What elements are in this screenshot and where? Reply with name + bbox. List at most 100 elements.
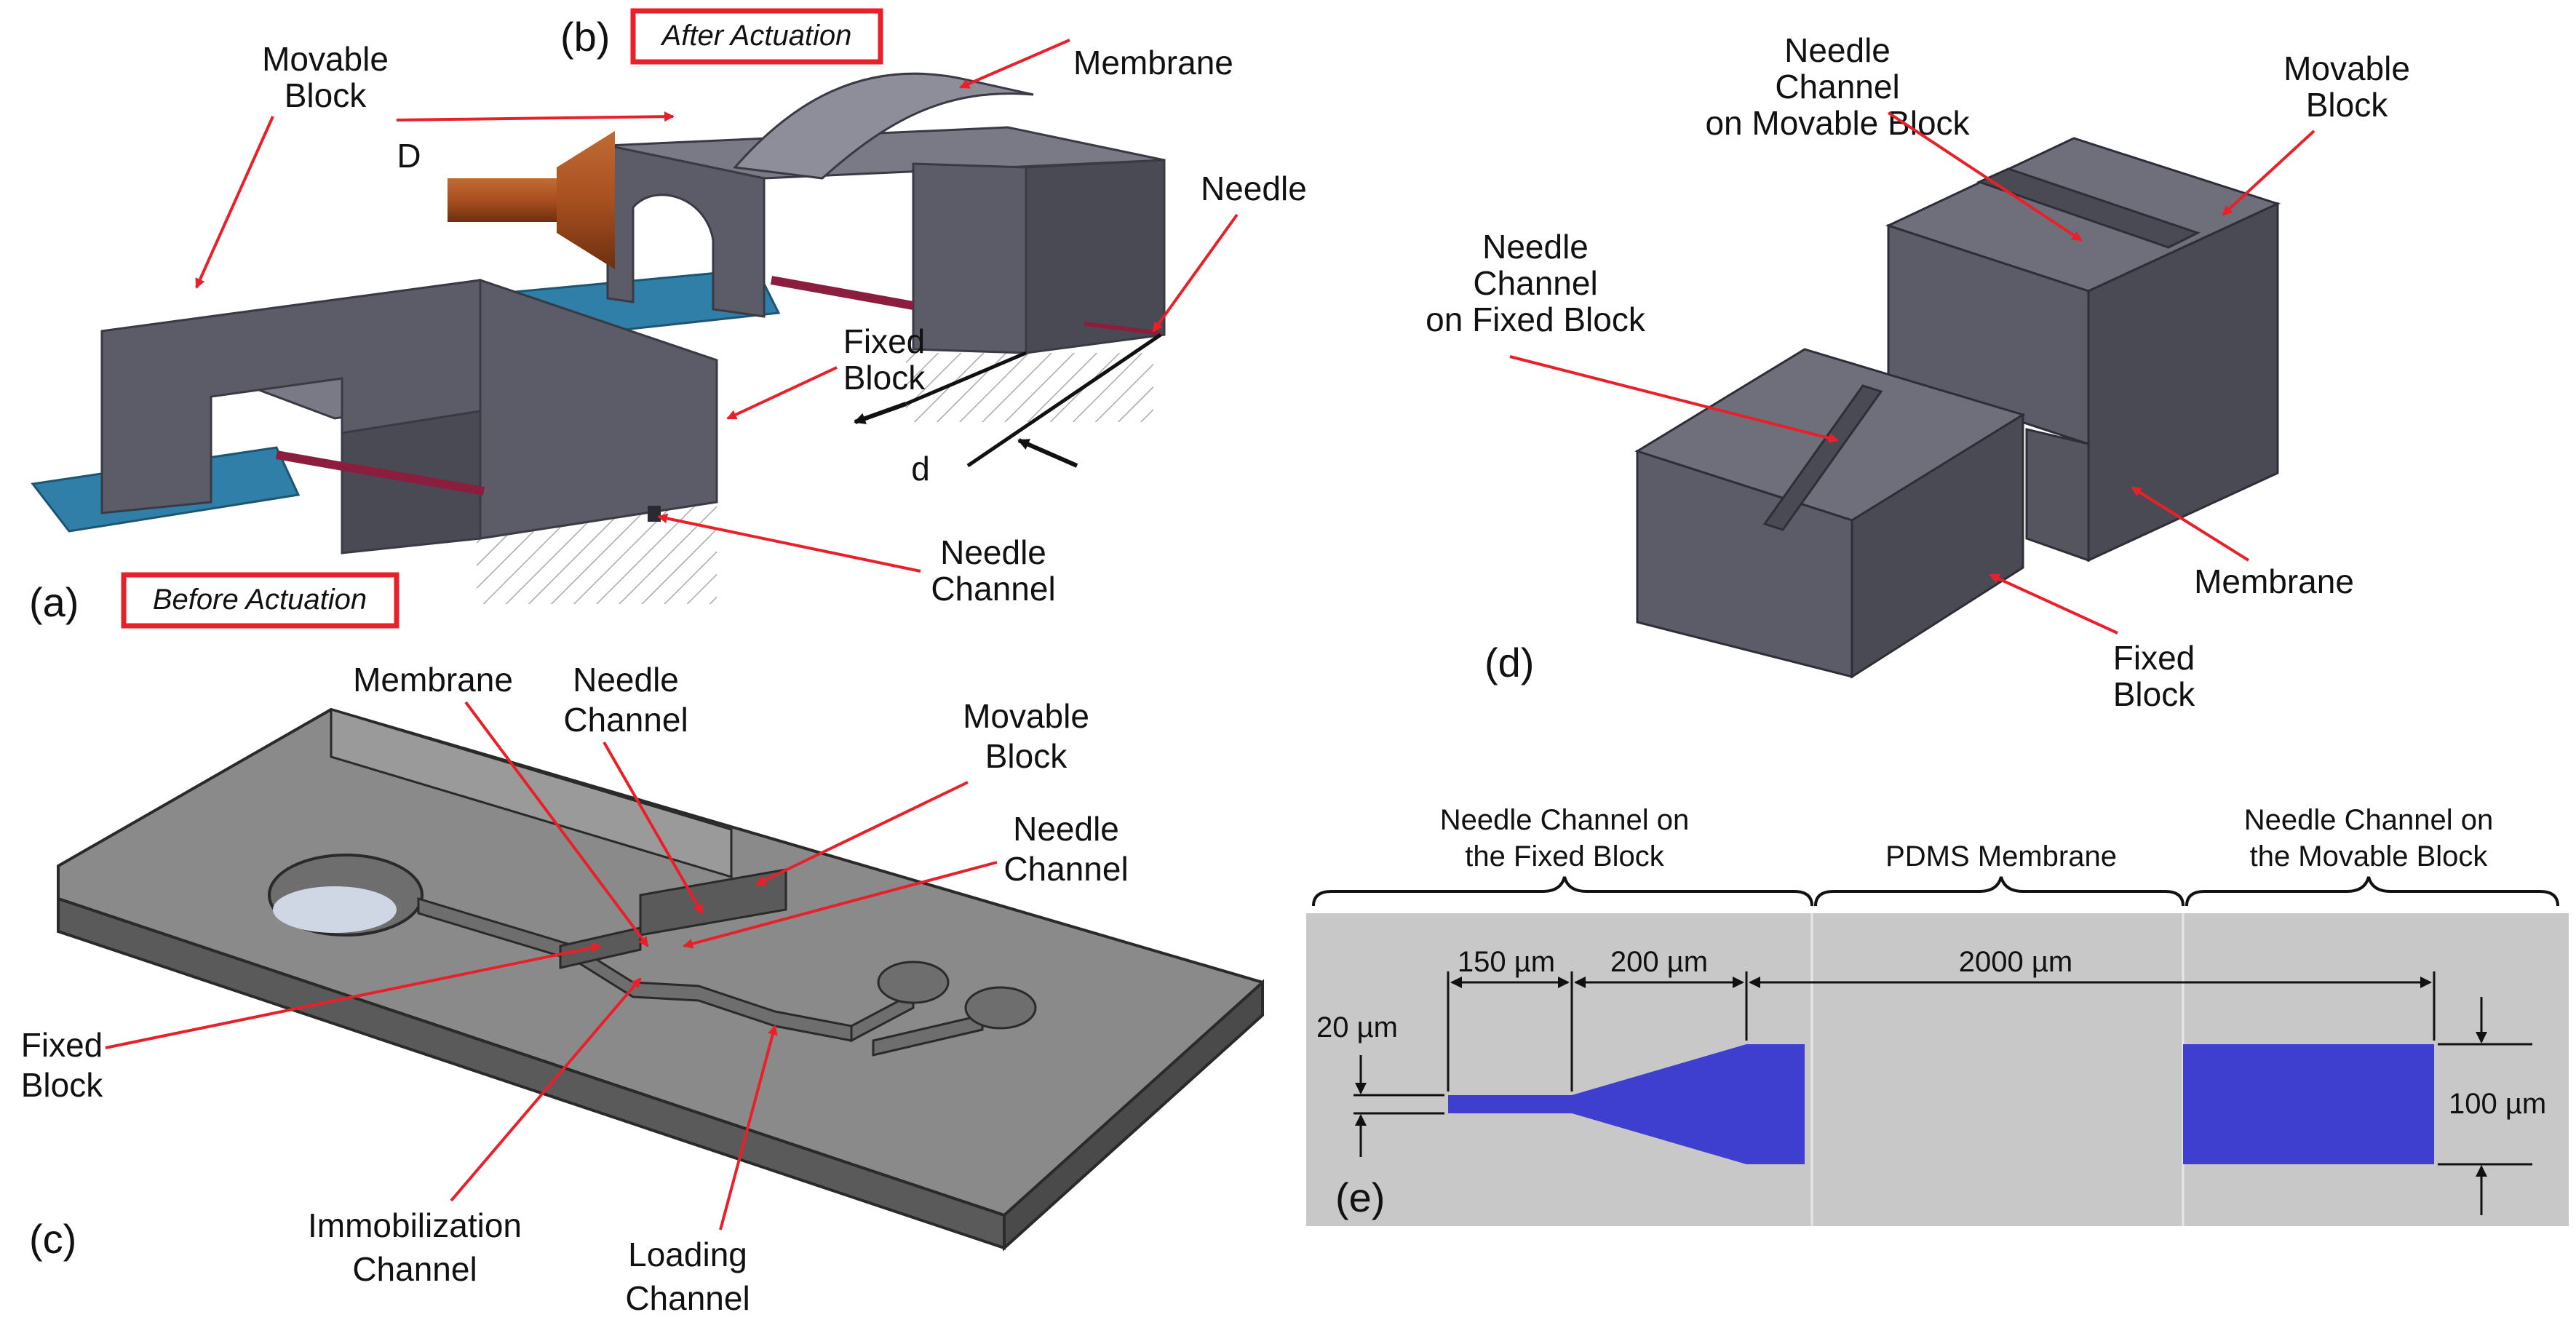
label-loading-line1: Loading [628, 1236, 747, 1273]
needle-a [275, 450, 485, 496]
panel-a-drawing [31, 278, 718, 604]
dim-2000-label: 2000 µm [1959, 946, 2072, 978]
label-needle-channel-a-line2: Channel [931, 570, 1055, 608]
needle-channel-groove-movable [1976, 167, 2201, 249]
section-membrane: PDMS Membrane [1885, 840, 2117, 872]
section-fixed-line2: the Fixed Block [1465, 840, 1664, 872]
label-movable-d-line1: Movable [2283, 49, 2410, 87]
section-movable-line1: Needle Channel on [2244, 804, 2493, 836]
label-needle-channel-c2-line1: Needle [1013, 810, 1119, 848]
channel-branch-2 [872, 1014, 984, 1057]
dim-100-label: 100 µm [2449, 1088, 2546, 1120]
label-immobilization-line1: Immobilization [308, 1206, 522, 1244]
chip-step [330, 707, 733, 879]
chip-side [1003, 979, 1264, 1252]
dim-200-label: 200 µm [1610, 946, 1708, 978]
label-needle-channel-c2-line2: Channel [1003, 850, 1128, 888]
block-side-b [1025, 159, 1166, 354]
panel-letter-b: (b) [560, 14, 610, 60]
pointer-immobilization [450, 977, 642, 1202]
dim-d-right [1017, 438, 1078, 468]
actuator-cone [557, 131, 615, 269]
panel-c: (c) Membrane Needle Channel Movable Bloc… [21, 661, 1264, 1317]
label-nc-movable-line3: on Movable Block [1705, 104, 1970, 142]
pointer-nc-movable [1887, 111, 2083, 242]
label-needle-b: Needle [1201, 170, 1307, 207]
pointer-movable-b [396, 111, 675, 122]
label-fixed-block-c-line1: Fixed [21, 1026, 103, 1064]
fixed-block-side-d [1850, 413, 2024, 679]
panel-letter-d: (d) [1484, 640, 1534, 685]
label-fixed-d-line1: Fixed [2113, 639, 2195, 677]
label-needle-channel-c1-line1: Needle [573, 661, 679, 699]
label-movable-block-c-line1: Movable [963, 697, 1089, 735]
label-nc-movable-line2: Channel [1775, 68, 1899, 106]
label-membrane-c: Membrane [353, 661, 513, 699]
label-movable-d-line2: Block [2306, 86, 2388, 124]
panel-letter-c: (c) [29, 1216, 76, 1262]
pointer-nc-fixed [1509, 355, 1839, 443]
label-d: d [911, 450, 930, 488]
pointer-needle-channel-c2 [683, 861, 998, 949]
brace-movable [2185, 876, 2559, 907]
pointer-loading [719, 1025, 778, 1230]
block-front-right-b [912, 162, 1027, 354]
pointer-membrane-c [464, 701, 649, 947]
label-nc-fixed-line1: Needle [1482, 228, 1589, 266]
state-box-b [630, 8, 883, 65]
state-label-a: Before Actuation [153, 584, 367, 616]
panel-e: Needle Channel on the Fixed Block PDMS M… [1306, 804, 2569, 1226]
dim-150-label: 150 µm [1458, 946, 1555, 978]
brace-fixed [1312, 876, 1813, 907]
needle-b [770, 276, 915, 310]
label-fixed-d-line2: Block [2113, 675, 2195, 713]
label-nc-fixed-line3: on Fixed Block [1426, 301, 1646, 338]
panel-ab: After Actuation (b) Before Actuation (a)… [29, 8, 1307, 629]
block-front-left-b [606, 144, 766, 318]
panel-letter-e: (e) [1335, 1174, 1385, 1220]
label-needle-channel-c1-line2: Channel [563, 701, 688, 739]
pointer-fixed-d [1989, 573, 2118, 635]
label-D: D [397, 137, 421, 175]
pointer-movable-block-c [755, 781, 969, 886]
pointer-movable-d [2222, 130, 2315, 216]
section-fixed-line1: Needle Channel on [1440, 804, 1689, 836]
pointer-movable-a [195, 116, 274, 289]
state-box-a [121, 572, 399, 629]
pointer-membrane-b [959, 39, 1070, 89]
dim-d-left [854, 402, 907, 424]
label-movable-block-c-line2: Block [985, 737, 1068, 775]
pointer-fixed-block-b [726, 366, 838, 420]
brace-membrane [1814, 876, 2185, 907]
label-fixed-block-line1: Fixed [843, 322, 925, 360]
label-movable-block-line2: Block [285, 76, 367, 114]
inlet-well-floor [273, 886, 397, 933]
dim-d-ext-right [966, 333, 1162, 468]
state-label-b: After Actuation [661, 20, 852, 52]
channel-branch-1 [850, 991, 915, 1043]
label-membrane-d: Membrane [2194, 562, 2354, 600]
label-fixed-block-c-line2: Block [21, 1066, 103, 1104]
pointer-needle-b [1152, 213, 1239, 333]
label-fixed-block-line2: Block [843, 359, 926, 397]
label-membrane-b: Membrane [1073, 44, 1233, 81]
outlet-well-1 [877, 961, 950, 1004]
actuator-shaft [448, 178, 557, 222]
outlet-well-2 [964, 986, 1037, 1030]
panel-letter-a: (a) [29, 579, 79, 625]
label-loading-line2: Channel [625, 1279, 750, 1317]
needle-channel-groove-fixed [1762, 384, 1883, 531]
pointer-membrane-d [2131, 486, 2250, 562]
label-nc-movable-line1: Needle [1784, 31, 1891, 69]
needle-b-exit [1084, 322, 1161, 335]
dim-20-label: 20 µm [1316, 1011, 1398, 1043]
pointer-fixed-block-c [105, 942, 602, 1049]
membrane-d [2025, 428, 2090, 562]
needle-channel-hole-a [648, 506, 661, 522]
movable-block-c [639, 868, 787, 937]
panel-d: (d) Needle Channel on Movable Block Mova… [1426, 31, 2410, 713]
needle-channel-fixed-shape [1448, 1044, 1805, 1164]
panel-b-drawing [448, 72, 1166, 468]
pointer-needle-channel-a [657, 513, 921, 573]
